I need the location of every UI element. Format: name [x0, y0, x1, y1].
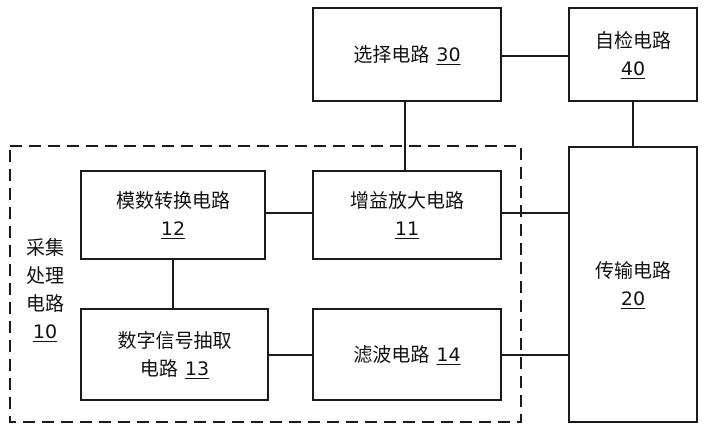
selection-circuit-number: 30 [436, 43, 461, 66]
transmission-circuit-label: 传输电路 [594, 259, 671, 282]
selection-circuit-title: 选择电路 30 [353, 41, 460, 69]
digital-signal-extraction-circuit-block: 数字信号抽取 电路 13 [80, 308, 269, 401]
acquisition-processing-group-border [9, 145, 522, 423]
selection-circuit-block: 选择电路 30 [312, 7, 502, 102]
filter-circuit-number: 14 [436, 343, 461, 366]
transmission-circuit-block: 传输电路 20 [568, 146, 698, 423]
transmission-circuit-number: 20 [620, 287, 646, 310]
digital-signal-extraction-line1: 数字信号抽取 [117, 329, 232, 352]
group-label-number: 10 [32, 321, 58, 343]
gain-amplifier-circuit-number: 11 [394, 218, 420, 240]
group-label-line-1: 采集 [25, 237, 64, 259]
digital-signal-extraction-line2: 电路 13 [140, 355, 209, 383]
filter-circuit-title: 滤波电路 14 [353, 341, 460, 369]
selection-circuit-label: 选择电路 [353, 43, 430, 66]
self-check-circuit-number: 40 [620, 57, 646, 80]
digital-signal-extraction-number: 13 [184, 357, 210, 380]
gain-amplifier-circuit-label: 增益放大电路 [349, 190, 464, 212]
digital-signal-extraction-line2-label: 电路 [139, 357, 178, 380]
adc-circuit-label: 模数转换电路 [115, 190, 230, 212]
gain-amplifier-circuit-block: 增益放大电路 11 [312, 170, 502, 260]
self-check-circuit-block: 自检电路 40 [568, 7, 698, 102]
acquisition-processing-group-label: 采集 处理 电路 10 [21, 234, 69, 346]
self-check-circuit-label: 自检电路 [594, 29, 671, 52]
filter-circuit-block: 滤波电路 14 [312, 308, 502, 401]
group-label-line-2: 处理 [25, 265, 64, 287]
group-label-line-3: 电路 [25, 293, 64, 315]
filter-circuit-label: 滤波电路 [353, 343, 430, 366]
adc-circuit-block: 模数转换电路 12 [80, 170, 266, 260]
adc-circuit-number: 12 [160, 218, 186, 240]
